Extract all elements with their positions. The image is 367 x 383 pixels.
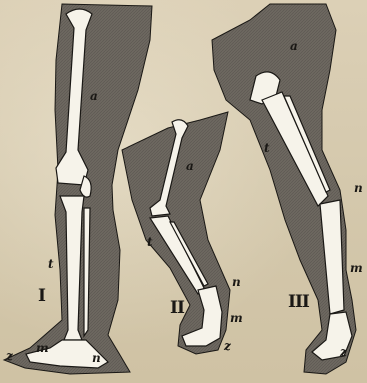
label-three-a: a [290,40,298,52]
numeral-three: III [288,294,309,311]
label-one-n: n [92,352,101,364]
label-two-a: a [186,160,194,172]
label-three-n: n [354,182,363,194]
label-three-m: m [350,262,363,274]
label-three-t: t [264,142,270,154]
label-one-m: m [36,342,49,354]
numeral-one: I [38,288,45,305]
label-two-m: m [230,312,243,324]
numeral-two: II [170,300,184,317]
label-three-z: z [340,346,347,358]
label-two-t: t [147,236,153,248]
label-two-z: z [224,340,231,352]
label-one-z: z [6,350,13,362]
label-one-a: a [90,90,98,102]
label-two-n: n [232,276,241,288]
label-one-t: t [48,258,54,270]
